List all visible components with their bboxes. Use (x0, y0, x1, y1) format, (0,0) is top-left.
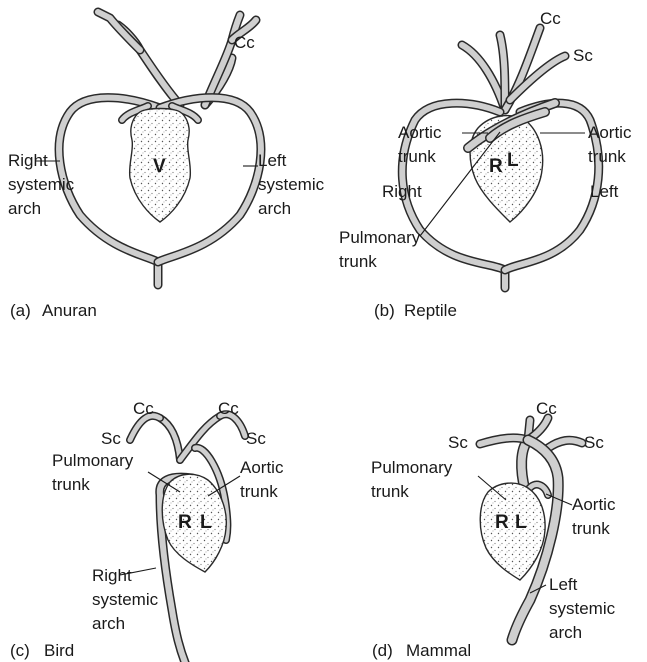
bird-chamber-r: R (178, 512, 192, 533)
reptile-right-label: Right (382, 182, 422, 201)
reptile-aortic-right-2: trunk (588, 147, 626, 166)
mammal-left-2: systemic (549, 599, 616, 618)
anuran-caption-name: Anuran (42, 301, 97, 320)
mammal-sc-right-label: Sc (584, 433, 604, 452)
mammal-pulmonary-2: trunk (371, 482, 409, 501)
panel-reptile: R L Cc Sc Aortic trunk Aortic trunk Righ… (339, 9, 632, 320)
bird-sc-right-label: Sc (246, 429, 266, 448)
reptile-aortic-left-1: Aortic (398, 123, 442, 142)
reptile-chamber-l: L (507, 150, 519, 171)
reptile-sc-label: Sc (573, 46, 593, 65)
bird-aortic-2: trunk (240, 482, 278, 501)
mammal-chamber-l: L (515, 512, 527, 533)
anuran-right-label-2: systemic (8, 175, 75, 194)
bird-caption-name: Bird (44, 641, 74, 660)
anuran-cc-label: Cc (234, 33, 255, 52)
reptile-aortic-right-1: Aortic (588, 123, 632, 142)
bird-right-2: systemic (92, 590, 159, 609)
reptile-pulmonary-1: Pulmonary (339, 228, 421, 247)
reptile-chamber-r: R (489, 156, 503, 177)
panel-mammal: R L Cc Sc Sc Pulmonary trunk Aortic trun… (371, 399, 616, 660)
reptile-left-label: Left (590, 182, 619, 201)
reptile-pulmonary-2: trunk (339, 252, 377, 271)
bird-aortic-1: Aortic (240, 458, 284, 477)
mammal-caption-letter: (d) (372, 641, 393, 660)
reptile-cc-label: Cc (540, 9, 561, 28)
panel-bird: R L Cc Cc Sc Sc Pulmonary trunk Aortic t… (10, 399, 284, 662)
mammal-pulmonary-1: Pulmonary (371, 458, 453, 477)
bird-right-3: arch (92, 614, 125, 633)
bird-pulmonary-1: Pulmonary (52, 451, 134, 470)
anuran-left-label-3: arch (258, 199, 291, 218)
anuran-left-label-1: Left (258, 151, 287, 170)
mammal-left-1: Left (549, 575, 578, 594)
bird-caption-letter: (c) (10, 641, 30, 660)
reptile-caption-name: Reptile (404, 301, 457, 320)
mammal-heart (480, 483, 545, 580)
mammal-sc-left-label: Sc (448, 433, 468, 452)
panel-anuran: V Cc Right systemic arch Left systemic a… (8, 12, 325, 320)
bird-right-1: Right (92, 566, 132, 585)
mammal-left-3: arch (549, 623, 582, 642)
bird-heart (162, 474, 226, 572)
bird-chamber-l: L (200, 512, 212, 533)
anuran-right-label-3: arch (8, 199, 41, 218)
reptile-caption-letter: (b) (374, 301, 395, 320)
mammal-aortic-2: trunk (572, 519, 610, 538)
anuran-left-label-2: systemic (258, 175, 325, 194)
anuran-right-label-1: Right (8, 151, 48, 170)
anuran-chamber-label: V (153, 156, 166, 177)
mammal-cc-label: Cc (536, 399, 557, 418)
reptile-aortic-left-2: trunk (398, 147, 436, 166)
mammal-aortic-1: Aortic (572, 495, 616, 514)
mammal-caption-name: Mammal (406, 641, 471, 660)
mammal-chamber-r: R (495, 512, 509, 533)
bird-pulmonary-2: trunk (52, 475, 90, 494)
bird-sc-left-label: Sc (101, 429, 121, 448)
bird-cc-left-label: Cc (133, 399, 154, 418)
bird-cc-right-label: Cc (218, 399, 239, 418)
anuran-caption-letter: (a) (10, 301, 31, 320)
